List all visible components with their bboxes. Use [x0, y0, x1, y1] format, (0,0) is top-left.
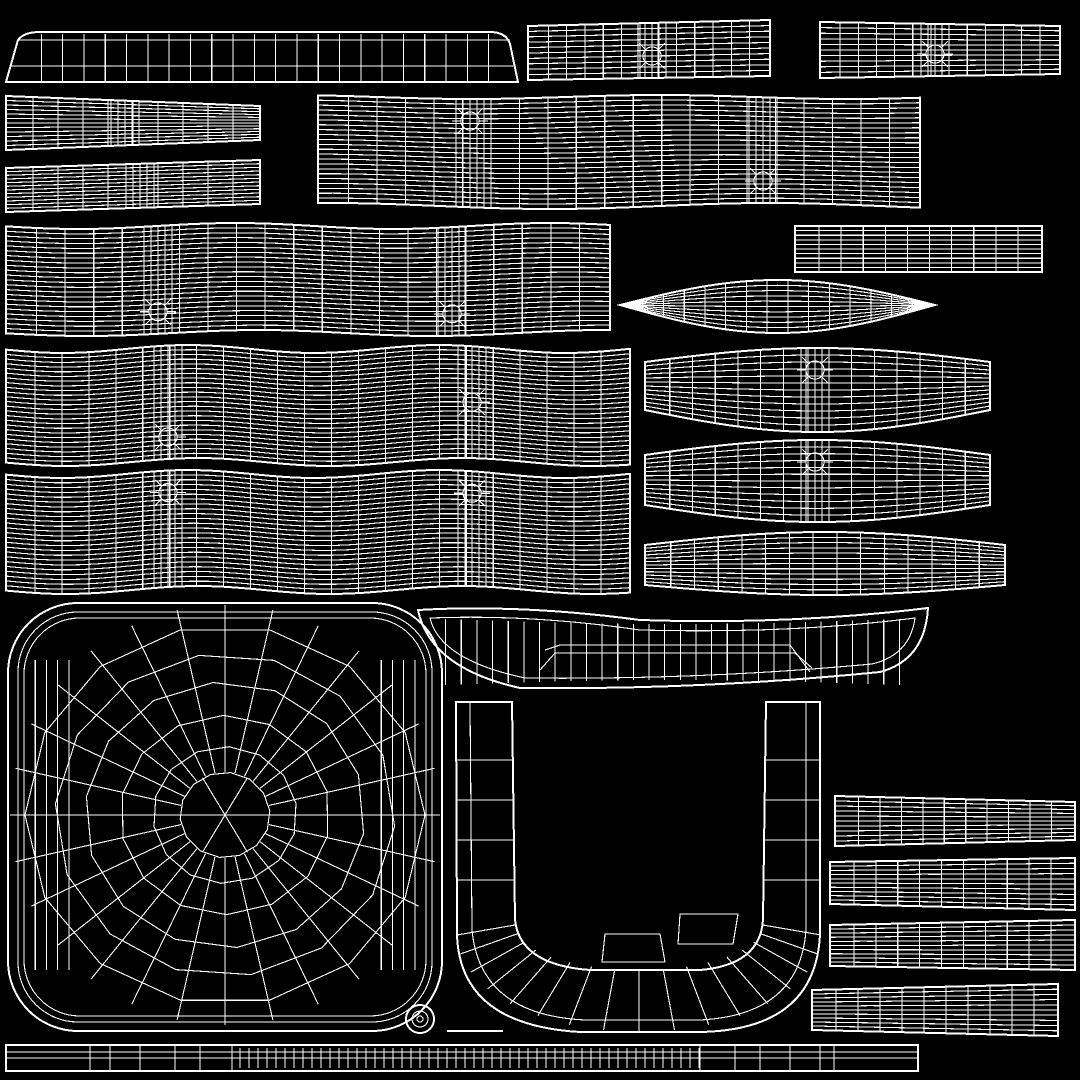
uv-island-small-strip-a [527, 18, 771, 82]
uv-island-bulge-strip-1 [644, 346, 991, 434]
uv-island-lens-strip-1 [616, 278, 939, 335]
uv-island-br-strip-1 [834, 794, 1076, 848]
uv-island-br-strip-3 [829, 918, 1076, 972]
uv-island-bottom-band [5, 1044, 919, 1072]
uv-island-small-disc [405, 1004, 435, 1034]
uv-island-wide-panel-3 [5, 344, 631, 467]
uv-island-taper-strip-1 [5, 94, 261, 152]
uv-island-wide-panel-1 [317, 94, 921, 210]
uv-island-br-strip-2 [829, 856, 1076, 912]
uv-island-u-channel [454, 701, 822, 1033]
uv-island-radial-cap [7, 602, 443, 1032]
uv-island-right-strip-1 [794, 225, 1043, 273]
uv-island-curved-rail [416, 606, 930, 690]
uv-island-taper-strip-2 [5, 158, 261, 214]
uv-island-wide-panel-4 [5, 469, 631, 595]
uv-island-top-bar [4, 31, 520, 83]
uv-island-small-strip-b [819, 20, 1061, 80]
uv-island-br-strip-4 [811, 982, 1059, 1038]
uv-island-bulge-strip-2 [644, 438, 991, 524]
uv-island-lens-strip-2 [644, 530, 1006, 597]
uv-island-wide-panel-2 [5, 221, 611, 337]
